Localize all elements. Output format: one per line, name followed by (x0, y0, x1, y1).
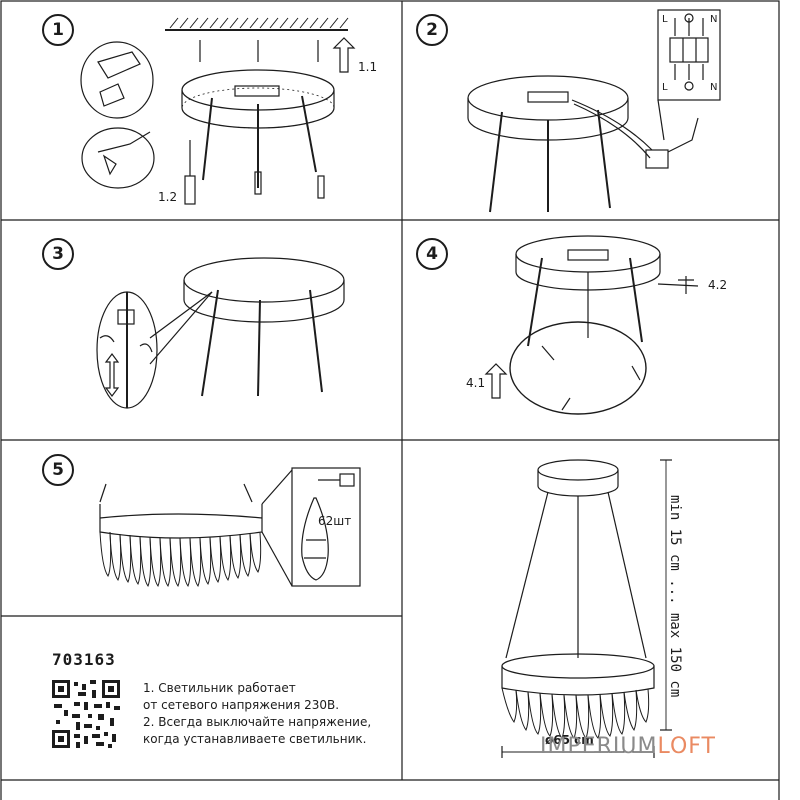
article-number: 703163 (52, 650, 116, 669)
safety-notes: 1. Светильник работает от сетевого напря… (143, 680, 371, 748)
brand-part-2: LOFT (657, 734, 716, 759)
note-line: 1. Светильник работает (143, 681, 296, 695)
height-dimension-text: min 15 cm ... max 150 cm (667, 495, 683, 698)
step-2-illustration (467, 9, 721, 213)
brand-part-1: IMPERIUM (540, 734, 658, 759)
terminal-label-n-top: N (710, 14, 718, 25)
step-5-panel: 5 (0, 440, 402, 616)
step-5-illustration (99, 467, 361, 588)
qr-code (52, 680, 120, 748)
step-2-number: 2 (416, 14, 448, 46)
info-panel: 703163 1. Светильник работает от сетевог… (0, 616, 402, 780)
step-4-number: 4 (416, 238, 448, 270)
terminal-label-l-bottom: L (662, 82, 668, 93)
note-line: от сетевого напряжения 230В. (143, 698, 340, 712)
callout-1-1: 1.1 (358, 60, 378, 74)
dimensions-illustration (501, 459, 672, 758)
diameter-dimension: ø65 cm (545, 733, 594, 747)
terminal-label-l-top: L (662, 14, 668, 25)
step-1-number: 1 (42, 14, 74, 46)
step-4-illustration (484, 235, 699, 415)
step-4-panel: 4 4.2 4.1 (402, 220, 780, 440)
step-1-illustration (80, 17, 356, 205)
callout-1-2: 1.2 (158, 190, 178, 204)
callout-4-1: 4.1 (466, 376, 486, 390)
step-2-panel: 2 (402, 0, 780, 220)
dimensions-panel (402, 440, 780, 780)
step-5-number: 5 (42, 454, 74, 486)
step-3-number: 3 (42, 238, 74, 270)
step-3-panel: 3 (0, 220, 402, 440)
callout-4-2: 4.2 (708, 278, 728, 292)
note-line: когда устанавливаете светильник. (143, 732, 367, 746)
crystal-count: 62шт (318, 514, 352, 528)
step-1-panel: 1 (0, 0, 402, 220)
note-line: 2. Всегда выключайте напряжение, (143, 715, 372, 729)
terminal-label-n-bottom: N (710, 82, 718, 93)
brand-watermark: IMPERIUMLOFT (540, 734, 716, 759)
step-3-illustration (96, 257, 345, 409)
